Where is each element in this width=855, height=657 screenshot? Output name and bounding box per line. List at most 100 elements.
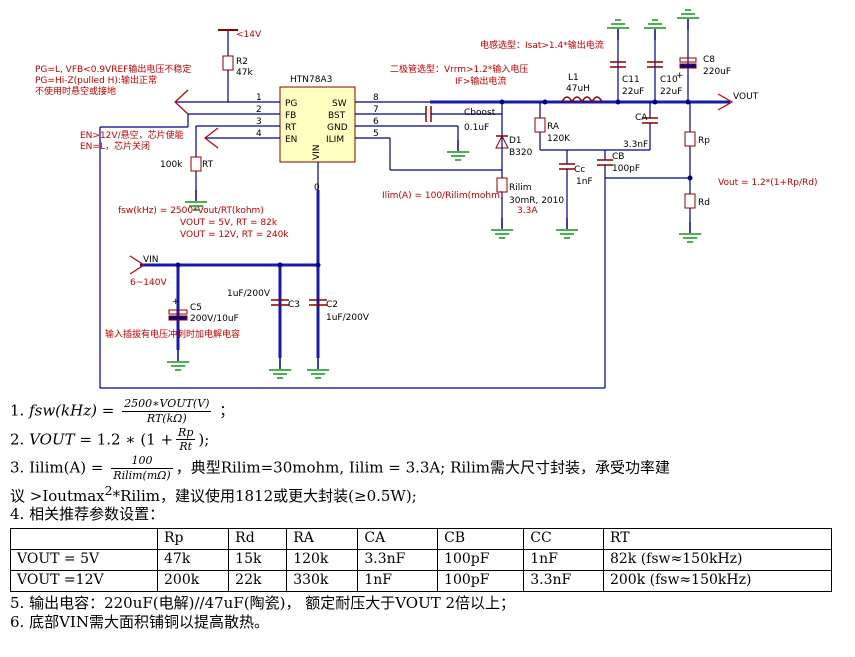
ic-pin-en: EN: [285, 135, 297, 145]
pin-num-1: 1: [256, 93, 262, 103]
c8-value: 220uF: [703, 67, 731, 77]
note-1: 1. fsw(kHz) = 2500∗VOUT(V)RT(kΩ) ；: [10, 397, 235, 425]
rt-resistor: [190, 156, 202, 172]
l1-value: 47uH: [566, 84, 590, 94]
pin-num-2: 2: [256, 105, 262, 115]
ground-symbol: [166, 349, 190, 371]
ground-symbol: [268, 357, 292, 379]
ic-pin-bst: BST: [328, 111, 346, 121]
ra-name: RA: [547, 122, 560, 132]
note-en-line1: EN>12V/悬空，芯片使能: [80, 129, 184, 141]
note-pg-line2: PG=Hi-Z(pulled H):输出正常: [35, 74, 157, 86]
ground-symbol: [490, 217, 514, 239]
rt-name: RT: [202, 160, 214, 170]
ic-pin-fb: FB: [285, 111, 296, 121]
c2-name: C2: [326, 300, 338, 310]
pin-num-7: 7: [373, 105, 379, 115]
rilim-current: 3.3A: [517, 206, 538, 216]
note-3-cont: 议 >Ioutmax2*Rilim，建议使用1812或更大封装(≥0.5W);: [10, 482, 417, 505]
c8-polarity: +: [676, 71, 684, 81]
pin-num-6: 6: [373, 117, 379, 127]
note-pg-line1: PG=L, VFB<0.9VREF输出电压不稳定: [35, 63, 191, 75]
rt-value: 100k: [160, 160, 183, 170]
c11-name: C11: [622, 75, 640, 85]
ground-symbol: [555, 217, 579, 239]
ca-name: CA: [635, 113, 648, 123]
rilim-resistor: [496, 177, 508, 193]
vin-range: 6~140V: [130, 278, 167, 288]
c10-value: 22uF: [660, 87, 682, 97]
note-fsw-line1: fsw(kHz) = 2500*Vout/RT(kohm): [118, 206, 264, 216]
supply-14v-label: <14V: [236, 30, 262, 40]
pin-num-4: 4: [256, 129, 262, 139]
d1-diode: [495, 134, 509, 149]
table-row: VOUT =12V 200k 22k 330k 1nF 100pF 3.3nF …: [10, 570, 833, 592]
r2-value: 47k: [236, 68, 253, 78]
r2-name: R2: [236, 57, 248, 67]
l1-name: L1: [568, 73, 579, 83]
pin-num-0: 0: [314, 183, 320, 193]
parameter-table: Rp Rd RA CA CB CC RT VOUT = 5V 47k 15k 1…: [10, 528, 833, 592]
cc-value: 1nF: [576, 177, 593, 187]
note-c5: 输入插拔有电压冲刺时加电解电容: [105, 328, 240, 340]
ground-symbol: [678, 221, 702, 243]
c2-value: 1uF/200V: [326, 313, 370, 323]
pin-num-3: 3: [256, 117, 262, 127]
rd-name: Rd: [698, 198, 710, 208]
rp-name: Rp: [698, 136, 710, 146]
ic-pin-sw: SW: [332, 99, 347, 109]
note-inductor: 电感选型：Isat>1.4*输出电流: [480, 39, 604, 51]
pin-num-8: 8: [373, 93, 379, 103]
ic-name: HTN78A3: [290, 75, 332, 85]
note-diode-line2: IF>输出电流: [455, 75, 506, 87]
c3-name: C3: [288, 300, 300, 310]
ground-symbol: [676, 9, 700, 31]
cb-name: CB: [612, 152, 624, 162]
c8-name: C8: [703, 55, 715, 65]
ic-pin-pg: PG: [285, 99, 297, 109]
d1-part: B320: [509, 148, 533, 158]
r2-resistor: [222, 55, 234, 71]
c10-name: C10: [660, 75, 678, 85]
note-6: 6. 底部VIN需大面积铺铜以提高散热。: [10, 612, 269, 631]
note-pg-line3: 不使用时悬空或接地: [35, 85, 116, 97]
ra-value: 120K: [547, 134, 571, 144]
ilim-formula: Ilim(A) = 100/Rilim(mohm): [382, 191, 503, 201]
cc-name: Cc: [574, 165, 585, 175]
c5-polarity: +: [172, 297, 180, 307]
note-diode-line1: 二极管选型：Vrrm>1.2*输入电压: [390, 63, 528, 75]
schematic-diagram: HTN78A3 PG FB RT EN SW BST GND ILIM VIN …: [35, 9, 818, 389]
ground-symbol: [643, 19, 667, 41]
rp-resistor: [684, 131, 696, 147]
note-en-line2: EN=L，芯片关闭: [80, 140, 150, 152]
ground-symbol: [606, 19, 630, 41]
rd-resistor: [684, 193, 696, 209]
c11-value: 22uF: [622, 87, 644, 97]
note-fsw-line2: VOUT = 5V, RT = 82k: [180, 218, 278, 228]
rilim-name: Rilim: [509, 183, 532, 193]
ic-pin-rt: RT: [285, 123, 297, 133]
c3-value: 1uF/200V: [227, 289, 271, 299]
l1-inductor: [561, 96, 603, 104]
vin-label: VIN: [143, 255, 159, 265]
table-header-row: Rp Rd RA CA CB CC RT: [10, 528, 833, 550]
cboost-name: Cboost: [464, 108, 496, 118]
design-notes: 1. fsw(kHz) = 2500∗VOUT(V)RT(kΩ) ； 2. VO…: [10, 397, 850, 632]
note-4: 4. 相关推荐参数设置：: [10, 505, 165, 524]
cb-value: 100pF: [612, 164, 640, 174]
pin-num-5: 5: [373, 129, 379, 139]
ca-value: 3.3nF: [623, 140, 648, 150]
d1-name: D1: [509, 136, 522, 146]
vout-formula: Vout = 1.2*(1+Rp/Rd): [718, 178, 818, 188]
cboost-value: 0.1uF: [464, 123, 489, 133]
note-5: 5. 输出电容：220uF(电解)//47uF(陶瓷)， 额定耐压大于VOUT …: [10, 594, 516, 612]
ground-symbol: [446, 139, 470, 161]
ground-symbol: [306, 357, 330, 379]
c5-value: 200V/10uF: [190, 314, 239, 324]
c5-name: C5: [190, 303, 202, 313]
vout-label: VOUT: [733, 92, 759, 102]
rilim-value: 30mR, 2010: [509, 196, 564, 206]
note-fsw-line3: VOUT = 12V, RT = 240k: [180, 230, 289, 240]
